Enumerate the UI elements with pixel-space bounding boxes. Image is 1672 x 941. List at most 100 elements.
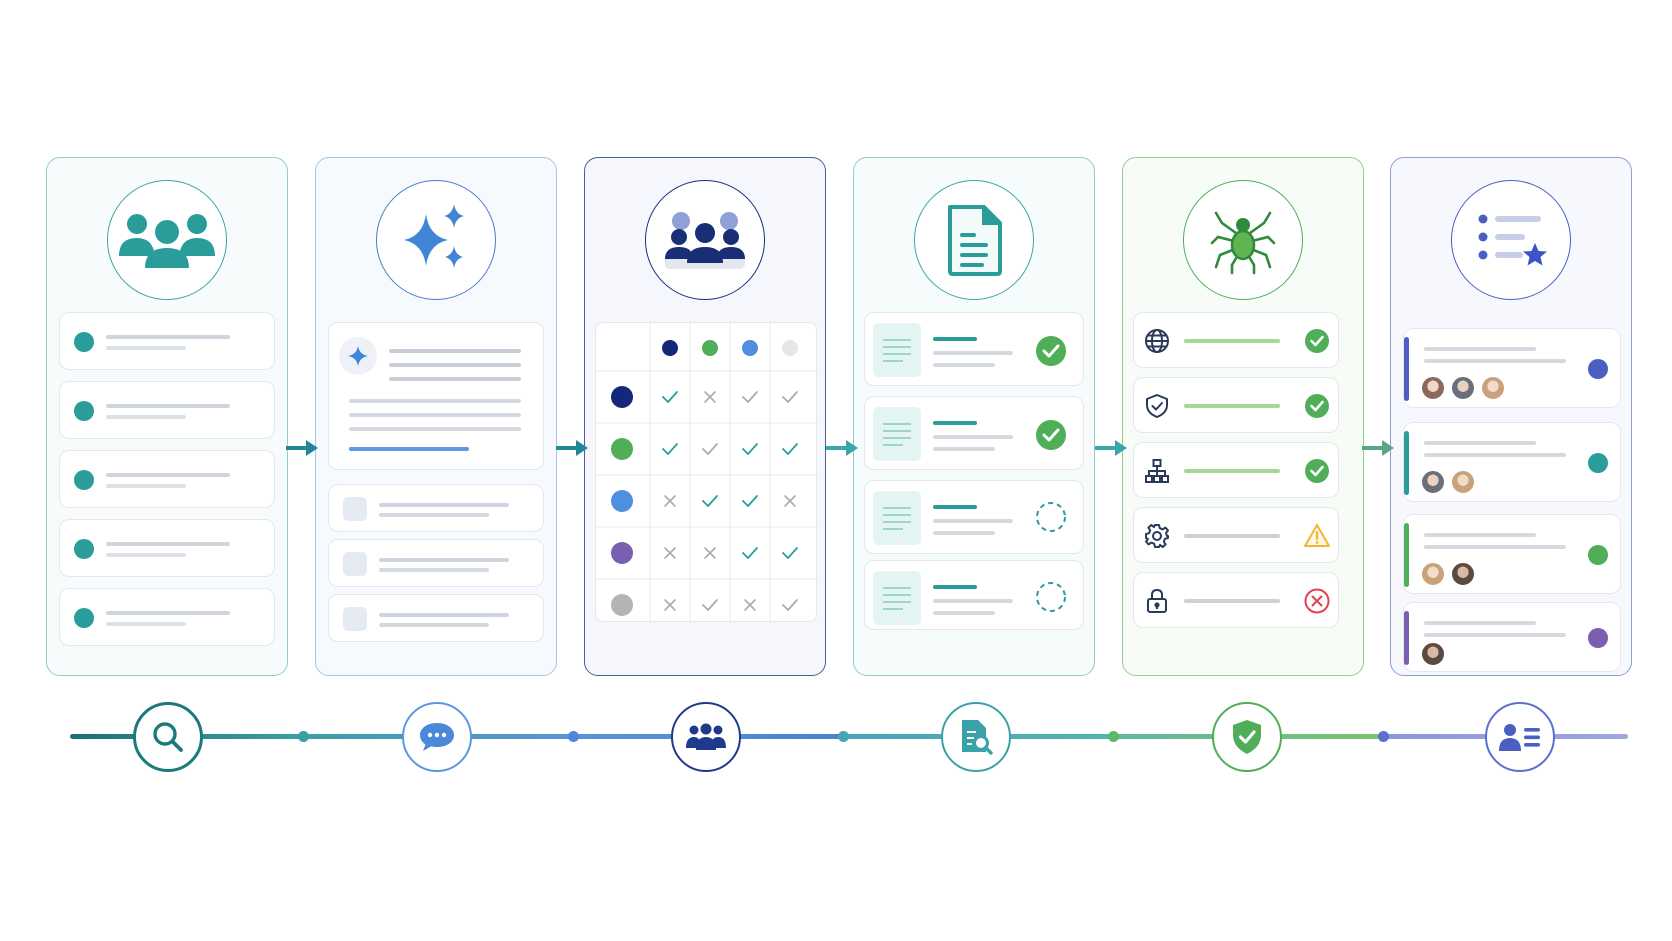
timeline-step-search[interactable] <box>133 702 203 772</box>
check-icon <box>690 423 730 475</box>
candidate-row[interactable] <box>59 519 275 577</box>
flow-arrow <box>1095 440 1129 456</box>
document-row[interactable] <box>864 480 1084 554</box>
timeline-node <box>568 731 579 742</box>
timeline-step-shield-check[interactable] <box>1212 702 1282 772</box>
ai-summary-card <box>328 322 544 470</box>
timeline-step-profile-list[interactable] <box>1485 702 1555 772</box>
ai-summary-hero <box>376 180 496 300</box>
document-row[interactable] <box>864 312 1084 386</box>
shortlist-candidate-card[interactable] <box>1403 328 1621 408</box>
matrix-row-dot <box>611 438 633 460</box>
summary-item[interactable] <box>328 594 544 642</box>
cross-icon <box>650 475 690 527</box>
security-check-row[interactable] <box>1133 572 1339 628</box>
profile-list-icon <box>1498 721 1542 753</box>
warning-icon <box>1304 523 1330 549</box>
cross-icon <box>650 579 690 631</box>
flow-arrow <box>556 440 590 456</box>
item-thumbnail <box>343 497 367 521</box>
check-icon <box>770 579 810 631</box>
sparkle-icon <box>404 204 464 268</box>
document-thumbnail <box>873 491 921 545</box>
check-icon <box>770 527 810 579</box>
ranked-list-hero <box>1451 180 1571 300</box>
cross-icon <box>730 579 770 631</box>
document-row[interactable] <box>864 396 1084 470</box>
rank-accent-bar <box>1404 523 1409 587</box>
candidate-row[interactable] <box>59 450 275 508</box>
flow-arrow <box>1362 440 1396 456</box>
comparison-matrix-panel <box>584 157 826 676</box>
document-search-icon <box>958 718 994 756</box>
rank-accent-bar <box>1404 431 1409 495</box>
candidate-row[interactable] <box>59 312 275 370</box>
matrix-column-dot <box>702 340 718 356</box>
candidate-dot <box>74 539 94 559</box>
ai-summary-panel <box>315 157 557 676</box>
matrix-row-dot <box>611 490 633 512</box>
pending-circle-icon <box>1035 581 1067 613</box>
status-dot <box>1588 545 1608 565</box>
complete-check-icon <box>1035 419 1067 451</box>
summary-item[interactable] <box>328 484 544 532</box>
candidate-dot <box>74 332 94 352</box>
document-thumbnail <box>873 407 921 461</box>
bug-icon <box>1210 211 1276 275</box>
timeline-node <box>838 731 849 742</box>
document-thumbnail <box>873 571 921 625</box>
security-check-row[interactable] <box>1133 377 1339 433</box>
candidate-avatar <box>1420 641 1446 667</box>
candidate-avatar <box>1420 561 1446 587</box>
flow-arrow <box>826 440 860 456</box>
check-icon <box>730 527 770 579</box>
pass-check-icon <box>1304 328 1330 354</box>
sparkle-badge <box>339 337 377 375</box>
check-icon <box>730 423 770 475</box>
globe-icon <box>1144 328 1170 354</box>
cross-icon <box>770 475 810 527</box>
shield-check-icon <box>1230 718 1264 756</box>
security-check-row[interactable] <box>1133 507 1339 563</box>
cross-icon <box>650 527 690 579</box>
candidate-pool-hero <box>107 180 227 300</box>
document-thumbnail <box>873 323 921 377</box>
shortlist-candidate-card[interactable] <box>1403 514 1621 594</box>
team-icon <box>665 212 745 269</box>
candidate-dot <box>74 401 94 421</box>
item-thumbnail <box>343 552 367 576</box>
bug-hero <box>1183 180 1303 300</box>
matrix-row-dot <box>611 386 633 408</box>
candidate-dot <box>74 608 94 628</box>
skills-matrix <box>595 322 818 623</box>
matrix-row-dot <box>611 542 633 564</box>
check-icon <box>690 475 730 527</box>
candidate-row[interactable] <box>59 381 275 439</box>
candidate-dot <box>74 470 94 490</box>
matrix-column-dot <box>742 340 758 356</box>
timeline-step-chat-bubble[interactable] <box>402 702 472 772</box>
summary-item[interactable] <box>328 539 544 587</box>
document-hero <box>914 180 1034 300</box>
hierarchy-icon <box>1144 458 1170 484</box>
check-icon <box>770 423 810 475</box>
timeline-step-document-search[interactable] <box>941 702 1011 772</box>
timeline-node <box>298 731 309 742</box>
search-icon <box>150 719 186 755</box>
candidate-avatar <box>1450 469 1476 495</box>
security-check-row[interactable] <box>1133 312 1339 368</box>
security-check-row[interactable] <box>1133 442 1339 498</box>
cross-icon <box>690 371 730 423</box>
rank-accent-bar <box>1404 611 1409 665</box>
candidate-row[interactable] <box>59 588 275 646</box>
check-icon <box>650 423 690 475</box>
check-icon <box>730 475 770 527</box>
document-row[interactable] <box>864 560 1084 630</box>
chat-bubble-icon <box>417 720 457 754</box>
fail-x-icon <box>1304 588 1330 614</box>
check-icon <box>690 579 730 631</box>
timeline-step-team[interactable] <box>671 702 741 772</box>
documents-panel <box>853 157 1095 676</box>
shortlist-candidate-card[interactable] <box>1403 422 1621 502</box>
shortlist-candidate-card[interactable] <box>1403 602 1621 672</box>
